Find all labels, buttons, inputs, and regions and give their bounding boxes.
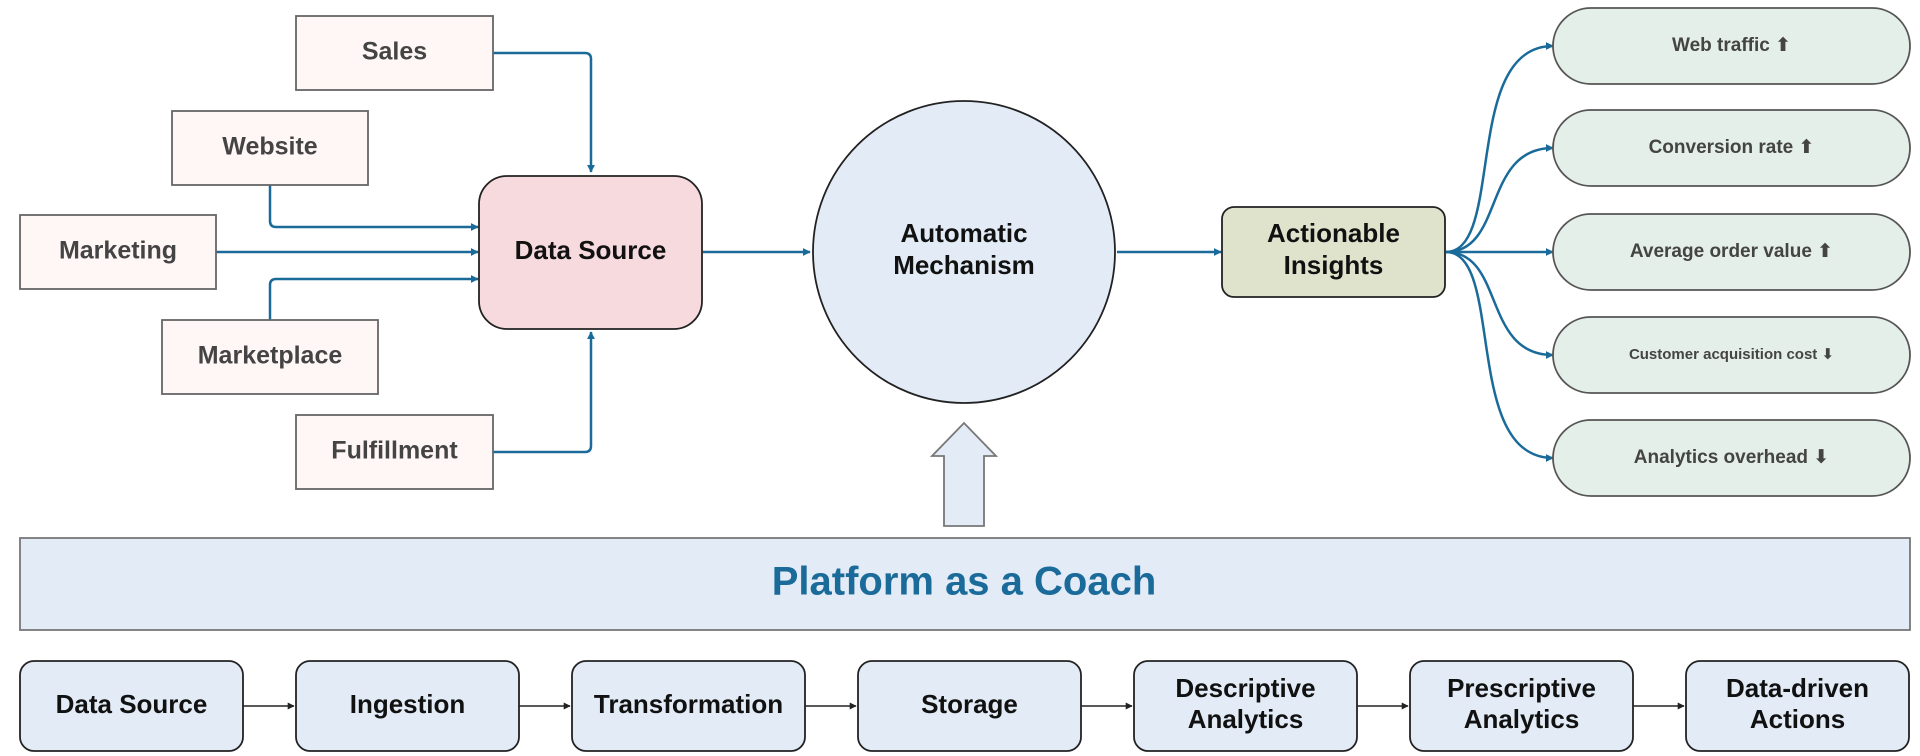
connector-conversion-rate bbox=[1445, 144, 1554, 254]
source-marketplace: Marketplace bbox=[161, 319, 379, 395]
platform-up-arrow bbox=[929, 421, 999, 527]
outcome-analytics-overhead-pill bbox=[1552, 419, 1911, 497]
data-source-box bbox=[478, 175, 703, 330]
pipeline-stage-prescriptive-line1: Prescriptive bbox=[1447, 673, 1596, 703]
source-sales-label: Sales bbox=[362, 38, 427, 66]
connector-fulfillment bbox=[493, 331, 595, 454]
outcome-analytics-overhead-label: Analytics overhead ⬇ bbox=[1634, 447, 1829, 468]
outcome-conversion-rate-label: Conversion rate ⬆ bbox=[1649, 137, 1815, 158]
connector-customer-acquisition-cost bbox=[1445, 250, 1554, 359]
source-fulfillment: Fulfillment bbox=[295, 414, 494, 490]
source-sales: Sales bbox=[295, 15, 494, 91]
source-marketing-box bbox=[19, 214, 217, 290]
pipeline-stage-descriptive-analytics-box bbox=[1133, 660, 1358, 752]
source-fulfillment-label: Fulfillment bbox=[331, 437, 458, 465]
source-website-box bbox=[171, 110, 369, 186]
pipeline-stage-actions-line2: Actions bbox=[1750, 704, 1845, 734]
pipeline-stage-storage: Storage bbox=[857, 660, 1082, 752]
pipeline-stage-actions-line1: Data-driven bbox=[1726, 673, 1869, 703]
pipeline-stage-transformation-label: Transformation bbox=[594, 689, 783, 719]
pipeline-stage-prescriptive-analytics: Prescriptive Analytics bbox=[1409, 660, 1634, 752]
pipeline-stage-data-driven-actions: Data-driven Actions bbox=[1685, 660, 1910, 752]
pipeline-stage-data-source-label: Data Source bbox=[56, 689, 208, 719]
pipeline-stage-data-driven-actions-box bbox=[1685, 660, 1910, 752]
pipeline-stage-descriptive-analytics: Descriptive Analytics bbox=[1133, 660, 1358, 752]
platform-title: Platform as a Coach bbox=[772, 560, 1157, 604]
source-marketing-label: Marketing bbox=[59, 237, 177, 265]
connector-website bbox=[268, 185, 479, 231]
outcome-average-order-value-label: Average order value ⬆ bbox=[1630, 241, 1833, 262]
connector-web-traffic bbox=[1445, 42, 1554, 254]
outcome-customer-acquisition-cost: Customer acquisition cost ⬇ bbox=[1552, 316, 1911, 394]
source-website-label: Website bbox=[222, 133, 317, 161]
pipeline-stage-descriptive-line1: Descriptive bbox=[1175, 673, 1315, 703]
pipeline-stage-data-source-box bbox=[19, 660, 244, 752]
pipeline-stage-ingestion-box bbox=[295, 660, 520, 752]
source-connectors bbox=[216, 51, 1222, 454]
outcome-analytics-overhead: Analytics overhead ⬇ bbox=[1552, 419, 1911, 497]
insights-node: Actionable Insights bbox=[1221, 206, 1446, 298]
connector-sales bbox=[493, 51, 595, 173]
connector-analytics-overhead bbox=[1445, 250, 1554, 462]
outcome-connectors bbox=[1445, 42, 1554, 462]
mechanism-circle bbox=[812, 100, 1116, 404]
pipeline-stage-prescriptive-analytics-box bbox=[1409, 660, 1634, 752]
source-marketing: Marketing bbox=[19, 214, 217, 290]
platform-banner: Platform as a Coach bbox=[19, 537, 1911, 631]
pipeline-stage-descriptive-line2: Analytics bbox=[1188, 704, 1304, 734]
outcome-web-traffic: Web traffic ⬆ bbox=[1552, 7, 1911, 85]
source-sales-box bbox=[295, 15, 494, 91]
mechanism-label-line1: Automatic bbox=[900, 218, 1027, 248]
pipeline-stage-storage-label: Storage bbox=[921, 689, 1018, 719]
source-fulfillment-box bbox=[295, 414, 494, 490]
mechanism-label-line2: Mechanism bbox=[893, 250, 1035, 280]
pipeline-stage-transformation: Transformation bbox=[571, 660, 806, 752]
pipeline-stage-ingestion: Ingestion bbox=[295, 660, 520, 752]
pipeline-stage-ingestion-label: Ingestion bbox=[350, 689, 466, 719]
pipeline-stage-data-source: Data Source bbox=[19, 660, 244, 752]
outcome-customer-acquisition-cost-pill bbox=[1552, 316, 1911, 394]
connector-marketplace bbox=[268, 275, 479, 320]
source-marketplace-label: Marketplace bbox=[198, 342, 343, 370]
source-marketplace-box bbox=[161, 319, 379, 395]
insights-box bbox=[1221, 206, 1446, 298]
source-website: Website bbox=[171, 110, 369, 186]
outcome-average-order-value-pill bbox=[1552, 213, 1911, 291]
pipeline-stage-transformation-box bbox=[571, 660, 806, 752]
data-source-label: Data Source bbox=[515, 235, 667, 265]
outcome-web-traffic-pill bbox=[1552, 7, 1911, 85]
mechanism-node: Automatic Mechanism bbox=[812, 100, 1116, 404]
data-source-node: Data Source bbox=[478, 175, 703, 330]
outcome-web-traffic-label: Web traffic ⬆ bbox=[1672, 35, 1791, 56]
outcome-conversion-rate: Conversion rate ⬆ bbox=[1552, 109, 1911, 187]
insights-label-line1: Actionable bbox=[1267, 218, 1400, 248]
pipeline-stage-storage-box bbox=[857, 660, 1082, 752]
insights-label-line2: Insights bbox=[1284, 250, 1384, 280]
outcome-customer-acquisition-cost-label: Customer acquisition cost ⬇ bbox=[1629, 346, 1834, 363]
platform-banner-box bbox=[19, 537, 1911, 631]
outcome-conversion-rate-pill bbox=[1552, 109, 1911, 187]
pipeline-stage-prescriptive-line2: Analytics bbox=[1464, 704, 1580, 734]
outcome-average-order-value: Average order value ⬆ bbox=[1552, 213, 1911, 291]
